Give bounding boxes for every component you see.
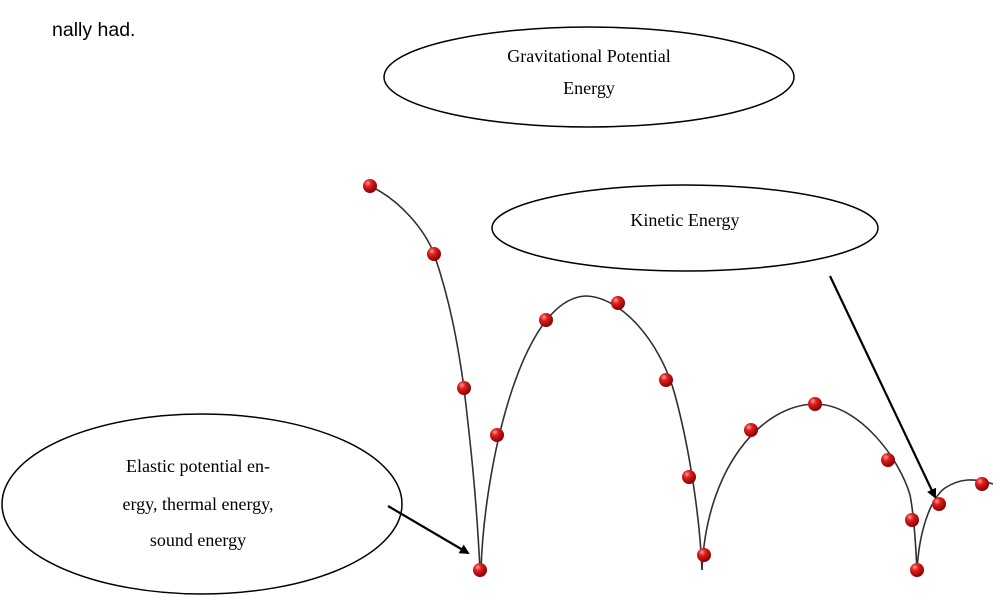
gravitational-energy-ellipse [383,26,795,128]
bounce-arc-2 [701,403,918,571]
kinetic-energy-callout: Kinetic Energy [491,184,937,499]
ball [744,423,758,437]
drop-curve [369,185,481,571]
elastic-energy-arrow [387,505,470,555]
ball [808,397,822,411]
gravitational-energy-label-line2: Energy [563,78,615,98]
gravitational-energy-label-line1: Gravitational Potential [507,46,670,66]
ball [490,428,504,442]
elastic-energy-label-line2: ergy, thermal energy, [123,494,274,514]
ball [611,296,625,310]
ball [659,373,673,387]
elastic-energy-label-line3: sound energy [150,530,246,550]
elastic-energy-callout: Elastic potential en- ergy, thermal ener… [1,413,470,595]
ball [881,453,895,467]
ball [363,179,377,193]
kinetic-energy-ellipse [491,184,879,272]
bounce-arc-3 [916,479,993,571]
ball [905,513,919,527]
kinetic-energy-arrow [829,275,937,499]
elastic-energy-label-line1: Elastic potential en- [126,456,270,476]
kinetic-energy-label: Kinetic Energy [630,210,739,230]
ball [457,381,471,395]
gravitational-energy-callout: Gravitational Potential Energy [383,26,795,128]
ball [932,497,946,511]
ball [910,563,924,577]
elastic-energy-ellipse [1,413,403,595]
ball [975,477,989,491]
ball [427,247,441,261]
ball-positions [363,179,989,577]
ball [682,470,696,484]
ball [697,548,711,562]
ball [539,313,553,327]
intro-text-line: nally had. [52,19,136,41]
bounce-arc-1 [480,295,703,571]
ball [473,563,487,577]
